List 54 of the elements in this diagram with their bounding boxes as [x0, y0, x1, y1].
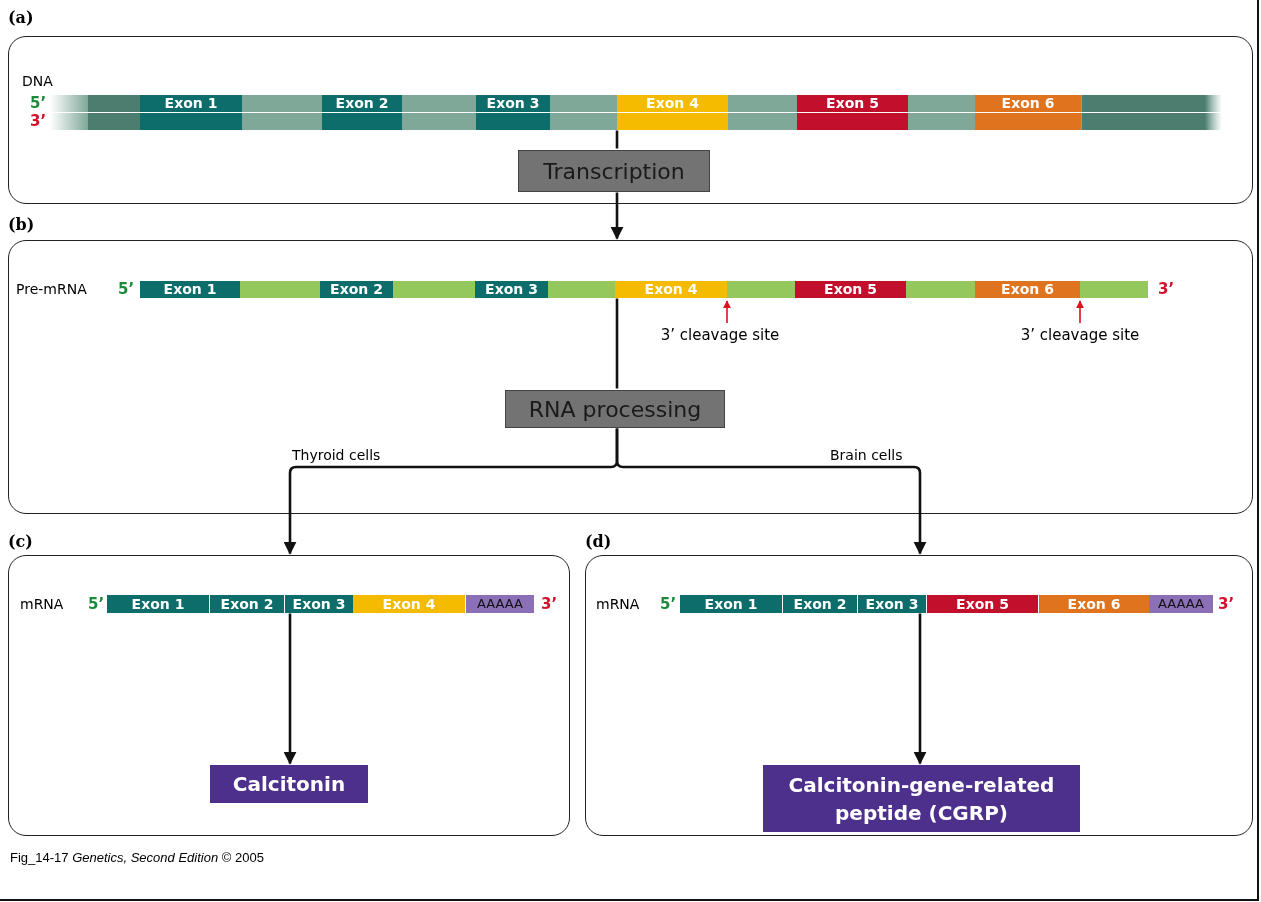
exon-segment: Exon 4 [353, 595, 465, 613]
protein-box: Calcitonin [210, 765, 368, 803]
exon-segment: Exon 2 [210, 595, 284, 613]
exon-segment: Exon 3 [475, 281, 548, 298]
process-box: Transcription [518, 150, 710, 192]
edge-label: Thyroid cells [290, 447, 383, 464]
panel-label: (c) [8, 532, 33, 551]
panel-label: (d) [585, 532, 612, 551]
strand-end-label: 5’ [118, 281, 135, 298]
exon-segment: Exon 4 [617, 95, 728, 130]
molecule-label: DNA [22, 73, 53, 90]
poly-a-tail: AAAAA [1149, 595, 1213, 613]
exon-segment: Exon 5 [795, 281, 906, 298]
strand-end-label: 5’ [30, 95, 47, 112]
connector-line [615, 298, 619, 389]
exon-segment: Exon 4 [615, 281, 727, 298]
exon-segment: Exon 2 [783, 595, 857, 613]
process-box: RNA processing [505, 390, 725, 428]
strand-end-label: 3’ [541, 596, 558, 613]
annotation-text: 3’ cleavage site [645, 324, 795, 346]
pointer-arrow [1076, 300, 1084, 324]
exon-segment: Exon 1 [680, 595, 782, 613]
exon-segment: Exon 1 [140, 95, 242, 130]
exon-segment: Exon 6 [975, 95, 1081, 130]
arrow [913, 613, 927, 765]
exon-segment: Exon 2 [322, 95, 402, 130]
protein-box: Calcitonin-gene-related peptide (CGRP) [763, 765, 1080, 832]
exon-segment: Exon 1 [140, 281, 240, 298]
molecule-label: mRNA [20, 596, 64, 613]
exon-segment: Exon 1 [107, 595, 209, 613]
strand-end-label: 5’ [660, 596, 677, 613]
arrow [615, 428, 927, 555]
exon-segment: Exon 6 [1039, 595, 1149, 613]
strand-end-label: 3’ [1158, 281, 1175, 298]
molecule-label: Pre-mRNA [16, 281, 87, 298]
exon-segment: Exon 3 [285, 595, 353, 613]
strand-end-label: 3’ [30, 113, 47, 130]
exon-segment: Exon 5 [927, 595, 1038, 613]
strand-end-label: 3’ [1218, 596, 1235, 613]
exon-segment: Exon 6 [975, 281, 1080, 298]
exon-segment: Exon 5 [797, 95, 908, 130]
pointer-arrow [723, 300, 731, 324]
panel-label: (a) [8, 8, 34, 27]
arrow [610, 192, 624, 240]
panel-label: (b) [8, 215, 35, 234]
exon-segment: Exon 3 [858, 595, 926, 613]
exon-segment: Exon 3 [476, 95, 550, 130]
figure-caption: Fig_14-17 Genetics, Second Edition © 2005 [10, 850, 264, 865]
annotation-text: 3’ cleavage site [1005, 324, 1155, 346]
molecule-label: mRNA [596, 596, 640, 613]
poly-a-tail: AAAAA [466, 595, 534, 613]
strand-end-label: 5’ [88, 596, 105, 613]
arrow [283, 613, 297, 765]
exon-segment: Exon 2 [320, 281, 393, 298]
